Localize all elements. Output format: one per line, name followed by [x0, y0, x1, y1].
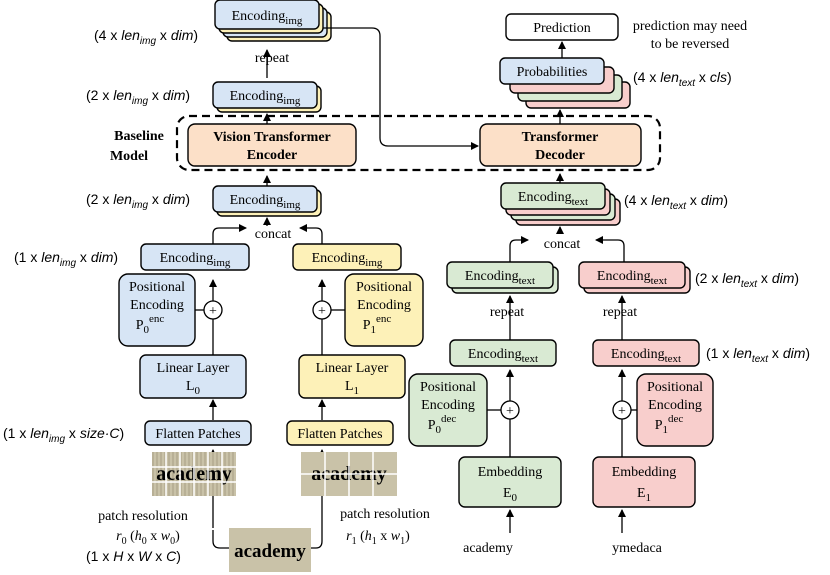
enc-img-mid-label: Encodingimg [230, 89, 301, 107]
svg-text:+: + [318, 304, 326, 319]
svg-text:Linear Layer: Linear Layer [316, 361, 389, 376]
svg-text:Encodingtext: Encodingtext [597, 269, 667, 287]
repeat-label-green: repeat [490, 305, 524, 320]
svg-text:P1dec: P1dec [655, 413, 684, 436]
svg-text:Linear Layer: Linear Layer [157, 361, 230, 376]
svg-text:E1: E1 [637, 486, 651, 504]
svg-text:Positional: Positional [420, 380, 476, 395]
posenc-yellow: Positional Encoding P1enc [344, 273, 424, 347]
svg-text:Encodingimg: Encodingimg [312, 251, 383, 269]
svg-text:Encoding: Encoding [648, 398, 702, 413]
svg-text:Flatten Patches: Flatten Patches [155, 427, 240, 442]
svg-text:Transformer: Transformer [522, 130, 599, 145]
flatten-yellow: Flatten Patches [286, 420, 394, 446]
dim-text4: (4 x lentext x dim) [624, 192, 728, 212]
repeat-label-red: repeat [603, 305, 637, 320]
concat-label-left: concat [255, 227, 292, 242]
svg-text:Encoding: Encoding [357, 298, 411, 313]
svg-text:Embedding: Embedding [478, 465, 543, 480]
enc-img-lower-label: Encodingimg [230, 193, 301, 211]
patched-image-right: academy [301, 452, 397, 496]
posdec-red: Positional Encoding P1dec [636, 373, 714, 447]
posdec-green: Positional Encoding P0dec [408, 373, 488, 447]
enc-text-red-stack: Encodingtext [578, 261, 691, 294]
svg-text:Encoding: Encoding [130, 298, 184, 313]
enc-text-green-stack: Encodingtext [446, 261, 559, 294]
svg-text:P0enc: P0enc [136, 313, 165, 336]
enc-text-red: Encodingtext [592, 339, 700, 367]
enc-img-yellow: Encodingimg [292, 243, 402, 271]
enc-img-top-stack: Encodingimg [214, 0, 332, 42]
svg-text:Probabilities: Probabilities [517, 65, 588, 80]
baseline-model-box [175, 114, 662, 172]
svg-text:L1: L1 [345, 379, 359, 397]
svg-text:Encoding: Encoding [421, 398, 475, 413]
svg-text:Prediction: Prediction [533, 21, 591, 36]
input-text-academy: academy [463, 541, 513, 556]
svg-text:P1enc: P1enc [363, 313, 392, 336]
svg-text:+: + [209, 304, 217, 319]
dim-text2: (2 x lentext x dim) [695, 270, 799, 290]
svg-text:Encodingtext: Encodingtext [468, 347, 538, 365]
enc-text-green: Encodingtext [449, 339, 557, 367]
svg-text:Positional: Positional [129, 280, 185, 295]
svg-text:Encodingtext: Encodingtext [611, 347, 681, 365]
dim-img2b: (2 x lenimg x dim) [86, 191, 190, 211]
enc-text-stack4: Encodingtext [500, 182, 621, 226]
svg-text:+: + [506, 404, 514, 419]
svg-text:+: + [618, 404, 626, 419]
dim-text1: (1 x lentext x dim) [706, 345, 810, 365]
baseline-label-1: Baseline [114, 129, 164, 144]
svg-text:Encodingimg: Encodingimg [160, 251, 231, 269]
linear-blue: Linear Layer L0 [139, 354, 247, 399]
repeat-label-top: repeat [255, 51, 289, 66]
enc-img-mid-stack: Encodingimg [212, 81, 322, 113]
patchres1-l2: r1 (h1 x w1) [346, 529, 410, 547]
note-line2: to be reversed [651, 37, 730, 52]
svg-text:L0: L0 [186, 379, 201, 397]
flatten-blue: Flatten Patches [144, 420, 252, 446]
enc-img-blue: Encodingimg [140, 243, 250, 271]
patchres1-l1: patch resolution [340, 507, 430, 522]
input-dim: (1 x H x W x C) [86, 548, 181, 564]
svg-text:Embedding: Embedding [612, 465, 677, 480]
svg-text:Encoder: Encoder [247, 148, 298, 163]
patched-image-left: academy [152, 452, 236, 496]
linear-yellow: Linear Layer L1 [298, 354, 406, 399]
posenc-blue: Positional Encoding P0enc [118, 273, 196, 347]
dim-patch: (1 x lenimg x size·C) [3, 425, 124, 445]
dim-cls: (4 x lentext x cls) [633, 69, 732, 89]
dim-img1: (1 x lenimg x dim) [14, 249, 118, 269]
baseline-label-2: Model [110, 149, 148, 164]
svg-text:Encodingtext: Encodingtext [518, 190, 588, 208]
svg-text:P0dec: P0dec [428, 413, 457, 436]
embedding-red: Embedding E1 [592, 456, 696, 508]
svg-text:Decoder: Decoder [535, 148, 585, 163]
svg-text:Positional: Positional [356, 280, 412, 295]
enc-img-top-label: Encodingimg [232, 9, 303, 27]
prediction-box: Prediction [505, 13, 619, 41]
patchres0-l1: patch resolution [98, 509, 188, 524]
input-text-ymedaca: ymedaca [612, 541, 663, 556]
patchres0-l2: r0 (h0 x w0) [116, 529, 180, 547]
transformer-decoder-box: Transformer Decoder [479, 123, 642, 167]
dim-img2a: (2 x lenimg x dim) [86, 87, 190, 107]
svg-text:E0: E0 [503, 486, 518, 504]
probabilities-stack: Probabilities [499, 57, 631, 109]
embedding-green: Embedding E0 [458, 456, 562, 508]
input-image: academy [229, 528, 311, 572]
svg-text:Vision Transformer: Vision Transformer [213, 130, 331, 145]
vit-encoder-box: Vision Transformer Encoder [187, 123, 357, 167]
svg-text:Encodingtext: Encodingtext [465, 269, 535, 287]
enc-img-lower-stack: Encodingimg [212, 185, 322, 217]
note-line1: prediction may need [633, 19, 747, 34]
svg-text:Flatten Patches: Flatten Patches [297, 427, 382, 442]
concat-label-right: concat [544, 237, 581, 252]
svg-text:Positional: Positional [647, 380, 703, 395]
dim-img4: (4 x lenimg x dim) [94, 27, 198, 47]
svg-text:academy: academy [234, 541, 306, 562]
